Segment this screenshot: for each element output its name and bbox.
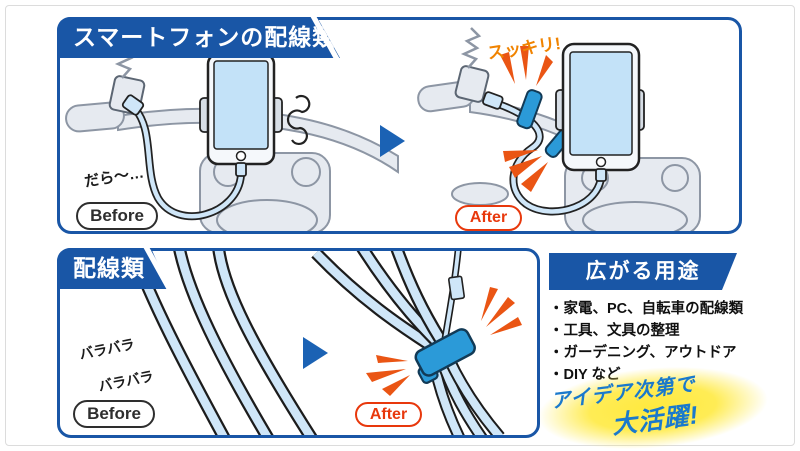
uses-section: 広がる用途 ・家電、PC、自転車の配線類 ・工具、文具の整理 ・ガーデニング、ア… [549,253,749,386]
before-badge: Before [73,400,155,428]
phone-illustration [199,52,283,177]
use-item: ・工具、文具の整理 [549,323,680,339]
smartphone-wiring-illustration [65,27,701,231]
cable-connector [447,275,466,301]
emphasis-burst-icon [366,355,410,396]
top-panel-smartphone-wiring: だら〜… スッキリ! Before After スマートフォンの配線類 [57,16,742,234]
before-scene [65,33,399,231]
bottom-panel-canvas: バラバラ バラバラ Before After [60,251,537,435]
scattered-cables [126,251,318,435]
use-item: ・家電、PC、自転車の配線類 [549,301,744,317]
phone-illustration [555,42,645,182]
cable-strap [414,328,476,384]
before-badge: Before [76,202,158,230]
use-item: ・ガーデニング、アウトドア [549,345,737,361]
coiled-wire-squiggle [286,95,311,145]
idea-highlight: アイデア次第で 大活躍! [534,358,772,451]
top-panel-canvas: だら〜… スッキリ! Before After [60,20,739,231]
tidy-cable [482,91,606,216]
emphasis-burst-icon [503,150,548,192]
emphasis-burst-icon [481,287,522,335]
uses-title-banner: 広がる用途 [549,253,737,290]
arrow-right-icon [303,337,328,369]
top-panel-title: スマートフォンの配線類 [57,17,340,58]
after-badge: After [455,205,522,231]
arrow-right-icon [380,125,405,157]
loose-cable [121,94,245,221]
bottom-panel-cables: バラバラ バラバラ Before After 配線類 [57,247,540,438]
emphasis-burst-icon [500,46,553,86]
cable-connector [482,91,504,110]
cables-illustration [126,251,522,435]
mirror-stem-spring [460,27,482,69]
after-badge: After [355,402,422,427]
cable-connector [121,94,145,116]
after-scene [417,27,701,231]
